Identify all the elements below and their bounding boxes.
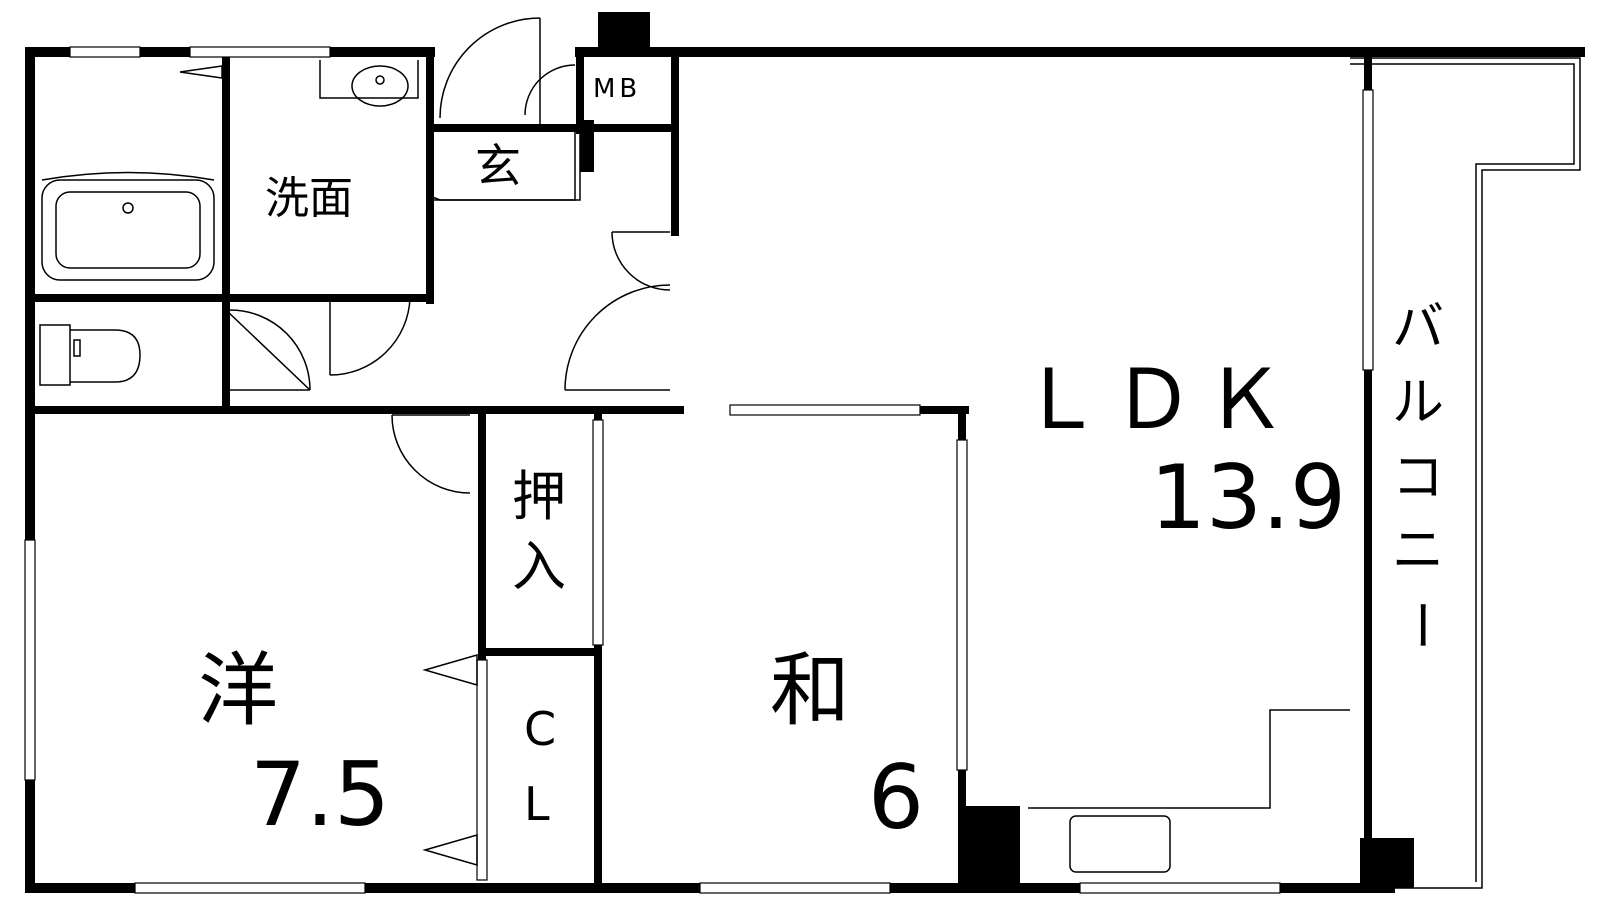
windows [24, 46, 1374, 894]
oshiire-label: 押 入 [512, 465, 566, 598]
balcony-char: バ [1392, 298, 1444, 358]
balcony-char: コ [1392, 448, 1444, 508]
room-labels: 洗面 玄 MB ＬＤＫ 13.9 バ ル コ ニ ー 押 入 C L 洋 7.5… [198, 74, 1450, 849]
balcony-char: ー [1390, 599, 1450, 651]
entrance-label: 玄 [475, 139, 521, 193]
closet-char: C [524, 702, 556, 756]
oshiire-char: 入 [512, 535, 566, 598]
fixtures [39, 60, 1350, 873]
meter-box-label: MB [593, 74, 641, 104]
balcony-char: ニ [1392, 521, 1444, 581]
balcony-char: ル [1392, 373, 1444, 433]
columns [580, 12, 1414, 888]
closet-label: C L [524, 702, 556, 831]
western-room-name: 洋 [198, 644, 278, 737]
ldk-name-label: ＬＤＫ [1020, 353, 1296, 448]
interior-walls [26, 48, 969, 892]
japanese-room-name: 和 [770, 644, 850, 737]
japanese-room-size: 6 [868, 746, 924, 849]
balcony-label: バ ル コ ニ ー [1390, 298, 1450, 651]
western-room-size: 7.5 [250, 743, 390, 846]
closet-char: L [524, 777, 550, 831]
doors [179, 17, 671, 866]
washroom-label: 洗面 [265, 173, 353, 224]
balcony-outline [1350, 57, 1581, 889]
ldk-size-label: 13.9 [1150, 446, 1346, 549]
oshiire-char: 押 [512, 465, 566, 528]
